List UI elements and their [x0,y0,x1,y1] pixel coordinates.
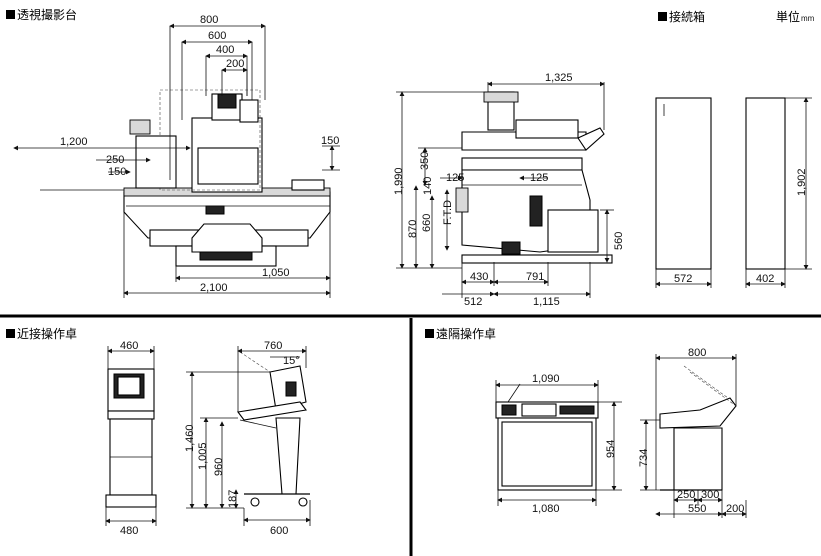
dim-label: 150 [321,135,339,147]
dim-label: 600 [208,30,226,42]
junction-box-side [745,97,786,270]
dim-label: 125 [446,172,464,184]
dim-label: 1,325 [545,72,573,84]
dim-label: 954 [605,440,617,458]
unit-label: 単位 mm [776,9,815,24]
junction-box-front [655,97,712,270]
dim-label: 791 [526,271,544,283]
bullet-square-icon [6,329,15,338]
remote-console-title: 遠隔操作卓 [436,326,496,341]
near-console-dimensions: 460 480 760 15° 1,460 1,005 960 187 600 [105,340,311,537]
dim-label: 15° [283,355,300,367]
fluoro-table-heading: 透視撮影台 [6,7,77,22]
dim-label: 400 [216,44,234,56]
dim-label: 1,200 [60,136,88,148]
dim-label: 560 [613,232,625,250]
dim-label: 734 [638,449,650,467]
dim-label: 1,005 [197,442,209,470]
dim-label: 1,050 [262,267,290,279]
dim-label: 760 [264,340,282,352]
dim-label: 572 [674,273,692,285]
remote-console-heading: 遠隔操作卓 [425,326,496,341]
dim-label: 800 [688,347,706,359]
dim-label: 2,100 [200,282,228,294]
near-console-title: 近接操作卓 [17,326,77,341]
dim-label: 430 [470,271,488,283]
dim-label: 800 [200,14,218,26]
fluoro-table-title: 透視撮影台 [17,7,77,22]
dim-label: 150 [108,166,126,178]
fluoro-front-dimensions: 800 600 400 200 1,200 250 150 150 1,050 … [13,14,340,298]
dim-label: 200 [726,503,744,515]
dim-label: 402 [756,273,774,285]
dim-label: 960 [213,458,225,476]
dim-label: 1,460 [184,424,196,452]
bullet-square-icon [425,329,434,338]
remote-console-side [659,365,737,491]
dim-label: 660 [421,214,433,232]
dim-label: 250 [677,489,695,501]
dim-label: 1,090 [532,373,560,385]
dim-label: 200 [226,58,244,70]
unit-mm: mm [801,14,815,23]
dim-label: 480 [120,525,138,537]
dim-label: 1,990 [393,167,405,195]
dim-label: 140 [422,177,434,195]
unit-text: 単位 [776,9,800,24]
dim-label: 1,080 [532,503,560,515]
near-console-front [105,368,157,508]
near-console-heading: 近接操作卓 [6,326,77,341]
near-console-side [237,351,310,507]
dim-label: 187 [227,490,239,508]
bullet-square-icon [6,10,15,19]
dim-label: 550 [688,503,706,515]
dim-label: 1,902 [796,168,808,196]
dim-label: 1,115 [533,296,560,308]
fluoro-table-side-view [455,91,613,264]
dim-label: 350 [419,152,431,170]
dim-label: 300 [701,489,719,501]
junction-box-dimensions: 1,902 572 402 [655,97,812,288]
remote-console-dimensions: 1,090 1,080 954 800 734 250 300 550 200 [495,347,747,518]
junction-box-heading: 接続箱 [658,9,705,24]
dim-label: F.T.D [442,200,454,225]
dim-label: 460 [120,340,138,352]
dim-label: 512 [464,296,482,308]
remote-console-front [495,383,599,491]
fluoro-side-dimensions: 1,325 1,990 350 140 125 125 870 660 F.T.… [393,72,625,308]
fluoro-table-front-view [123,89,331,267]
dim-label: 870 [407,220,419,238]
junction-box-title: 接続箱 [669,9,705,24]
dim-label: 600 [270,525,288,537]
bullet-square-icon [658,12,667,21]
dim-label: 125 [530,172,548,184]
dim-label: 250 [106,154,124,166]
